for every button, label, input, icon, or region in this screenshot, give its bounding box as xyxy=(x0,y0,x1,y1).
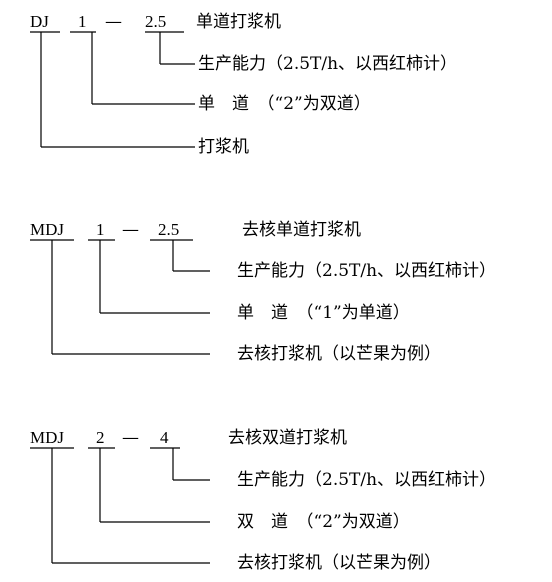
code-capacity: 4 xyxy=(160,428,169,447)
code-dash: — xyxy=(105,12,122,32)
model-title: 单道打浆机 xyxy=(196,12,281,32)
label-capacity: 生产能力（2.5T/h、以西红柿计） xyxy=(198,54,458,74)
label-type: 去核打浆机（以芒果为例） xyxy=(237,553,441,573)
label-capacity: 生产能力（2.5T/h、以西红柿计） xyxy=(237,261,497,281)
code-prefix: MDJ xyxy=(30,428,65,447)
code-number: 1 xyxy=(78,12,87,31)
code-capacity: 2.5 xyxy=(158,220,180,239)
code-number: 1 xyxy=(96,220,105,239)
label-capacity: 生产能力（2.5T/h、以西红柿计） xyxy=(237,470,497,490)
code-prefix: MDJ xyxy=(30,220,65,239)
label-lane: 双 道 （“2”为双道） xyxy=(237,512,410,532)
code-prefix: DJ xyxy=(30,12,49,31)
label-lane: 单 道 （“1”为单道） xyxy=(237,303,410,323)
model-title: 去核单道打浆机 xyxy=(242,220,361,240)
code-dash: — xyxy=(122,220,139,240)
label-lane: 单 道 （“2”为双道） xyxy=(198,94,371,114)
model-title: 去核双道打浆机 xyxy=(228,428,347,448)
code-capacity: 2.5 xyxy=(145,12,167,31)
code-dash: — xyxy=(122,428,139,448)
label-type: 去核打浆机（以芒果为例） xyxy=(237,344,441,364)
label-type: 打浆机 xyxy=(198,137,249,157)
code-number: 2 xyxy=(96,428,105,447)
